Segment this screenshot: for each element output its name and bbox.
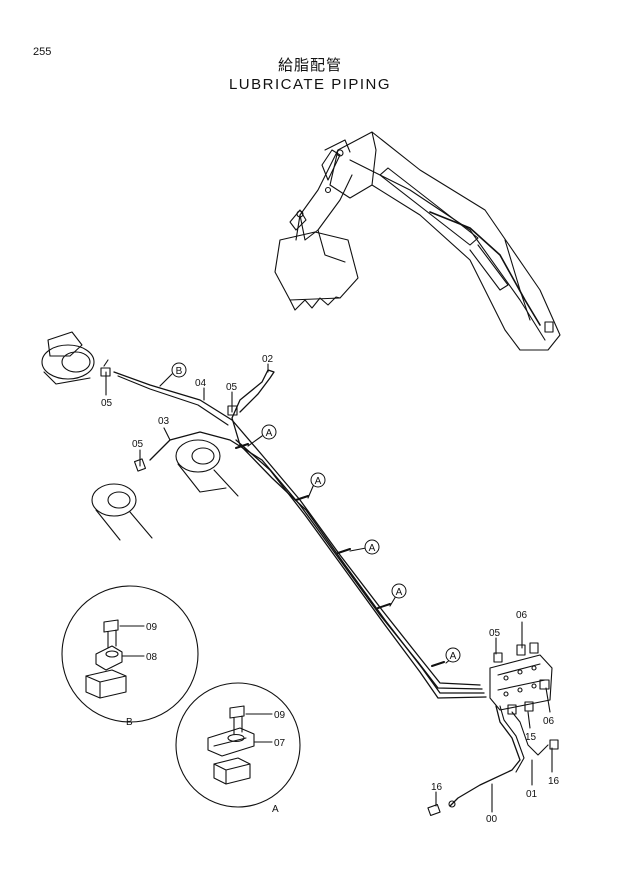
page-number: 255 bbox=[33, 46, 52, 58]
detail-a-callout-07: 07 bbox=[274, 738, 286, 749]
callout-05-mid: 05 bbox=[226, 382, 238, 393]
detail-a-callout-09: 09 bbox=[274, 710, 286, 721]
excavator-attachment bbox=[274, 131, 561, 351]
callout-circle-a2: A bbox=[315, 476, 322, 487]
pin-boss-top-left bbox=[41, 331, 95, 385]
callout-circle-a3: A bbox=[369, 543, 376, 554]
callout-16-left: 16 bbox=[431, 782, 443, 793]
detail-b-callout-08: 08 bbox=[146, 652, 158, 663]
detail-a-label: A bbox=[272, 804, 279, 815]
callout-16-right: 16 bbox=[548, 776, 560, 787]
callout-01: 01 bbox=[526, 789, 538, 800]
pin-boss-middle bbox=[175, 439, 239, 497]
detail-b-label: B bbox=[126, 717, 133, 728]
callout-05-lower-left: 05 bbox=[132, 439, 144, 450]
detail-b bbox=[61, 585, 199, 723]
callout-05-manifold: 05 bbox=[489, 628, 501, 639]
callout-05-top-left: 05 bbox=[101, 398, 113, 409]
callout-circle-a4: A bbox=[396, 587, 403, 598]
callout-00: 00 bbox=[486, 814, 498, 825]
title-english: LUBRICATE PIPING bbox=[228, 76, 392, 93]
callout-02: 02 bbox=[262, 354, 274, 365]
callout-03: 03 bbox=[158, 416, 170, 427]
callout-06-bottom: 06 bbox=[543, 716, 555, 727]
pin-boss-lower-left bbox=[91, 483, 153, 541]
manifold-block bbox=[489, 654, 553, 711]
callout-circle-a1: A bbox=[266, 428, 273, 439]
callout-circle-b: B bbox=[176, 366, 183, 377]
detail-a bbox=[175, 682, 301, 808]
title-japanese: 給脂配管 bbox=[277, 56, 342, 74]
callout-04: 04 bbox=[195, 378, 207, 389]
fitting-05-lower-left bbox=[133, 458, 147, 472]
detail-b-callout-09: 09 bbox=[146, 622, 158, 633]
callout-15: 15 bbox=[525, 732, 537, 743]
callout-06-top: 06 bbox=[516, 610, 528, 621]
callout-circle-a5: A bbox=[450, 651, 457, 662]
